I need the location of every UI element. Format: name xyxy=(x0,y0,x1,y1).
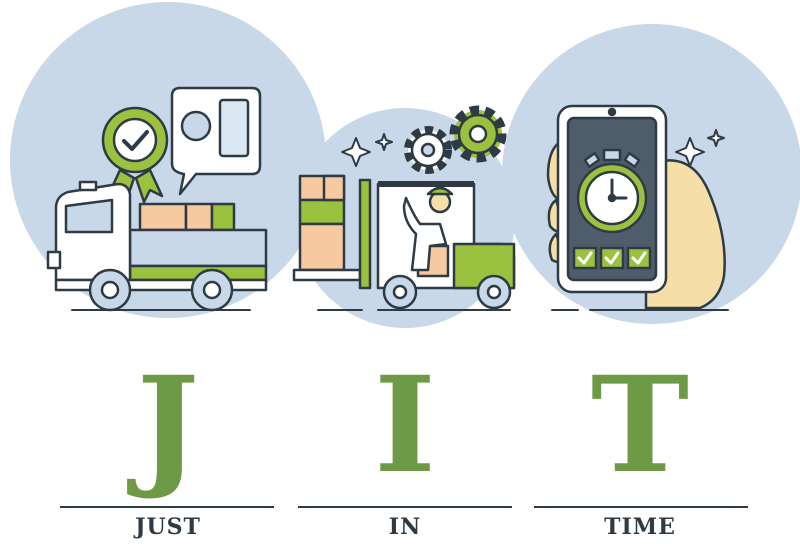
gear-icon xyxy=(404,105,507,174)
divider-just xyxy=(60,506,274,508)
truck-icon xyxy=(46,180,268,312)
stopwatch-icon xyxy=(576,148,648,234)
sparkle-icon xyxy=(341,133,393,167)
word-just: JUST xyxy=(135,514,201,540)
letter-j: J xyxy=(136,348,200,503)
letter-i: I xyxy=(374,348,436,503)
checkbox-icon xyxy=(572,246,652,270)
divider-in xyxy=(298,506,512,508)
speech-bubble-icon xyxy=(170,86,262,196)
word-time: TIME xyxy=(604,514,676,540)
word-in: IN xyxy=(388,514,422,540)
forklift-icon xyxy=(292,174,516,310)
letter-t: T xyxy=(590,348,690,503)
jit-illustration xyxy=(10,2,800,328)
divider-time xyxy=(534,506,748,508)
